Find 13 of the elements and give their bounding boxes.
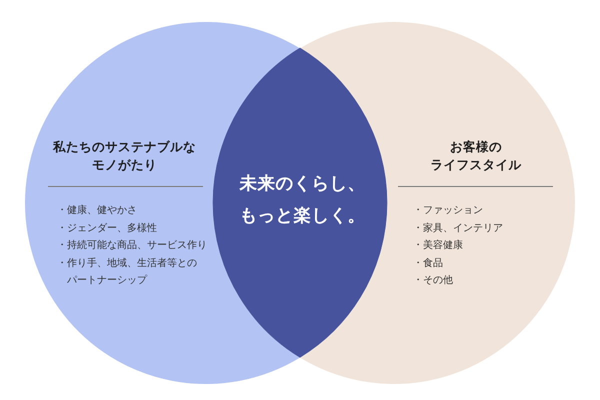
slogan-text: 未来のくらし、もっと楽しく。: [240, 172, 366, 228]
bullet-item: ・家具、インテリア: [413, 222, 504, 236]
overlap-lens: [213, 48, 387, 358]
bullet-item: ・ジェンダー、多様性: [57, 222, 158, 236]
circle-heading: お客様のライフスタイル: [430, 138, 522, 174]
circle-heading: 私たちのサステナブルなモノがたり: [52, 138, 196, 174]
bullet-item: ・食品: [413, 256, 444, 270]
bullet-item: ・作り手、地域、生活者等とのパートナーシップ: [57, 256, 198, 288]
bullet-item: ・その他: [413, 274, 454, 288]
bullet-item: ・健康、健やかさ: [57, 204, 138, 218]
bullet-item: ・ファッション: [413, 204, 484, 218]
bullet-item: ・美容健康: [413, 238, 464, 253]
bullet-item: ・持続可能な商品、サービス作り: [57, 238, 208, 253]
